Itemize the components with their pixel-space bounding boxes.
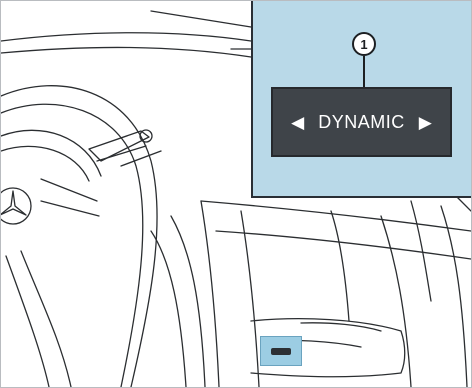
switch-icon [271, 348, 291, 355]
left-arrow-icon: ◀ [291, 114, 304, 131]
drive-mode-label: DYNAMIC [318, 112, 405, 133]
right-arrow-icon: ▶ [419, 114, 432, 131]
drive-program-switch-highlight [260, 336, 302, 366]
callout-panel: 1 ◀ DYNAMIC ▶ [251, 1, 472, 198]
callout-number-badge: 1 [352, 32, 376, 56]
drive-program-display: ◀ DYNAMIC ▶ [271, 87, 452, 157]
